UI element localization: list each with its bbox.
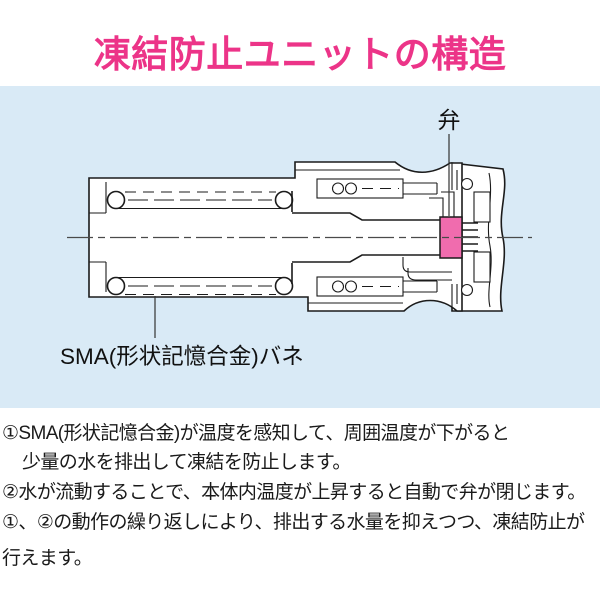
housing-outline (88, 161, 463, 312)
page-title: 凍結防止ユニットの構造 (93, 34, 507, 75)
lower-seal-assembly (316, 257, 452, 297)
sma-spring-label: SMA(形状記憶合金)バネ (60, 344, 304, 369)
sma-spring-bottom (106, 276, 294, 296)
diagram-panel: 弁 SMA(形状記憶合金)バネ (0, 86, 600, 408)
description-line-3: ②水が流動することで、本体内温度が上昇すると自動で弁が閉じます。 (2, 482, 586, 503)
freeze-prevention-unit-cross-section: 弁 SMA(形状記憶合金)バネ (60, 107, 532, 369)
description-line-5: 行えます。 (2, 548, 93, 569)
housing-inner-walls (89, 169, 403, 304)
description-line-2: 少量の水を排出して凍結を防止します。 (22, 452, 351, 473)
sma-spring-top (106, 190, 294, 210)
valve-label: 弁 (438, 107, 461, 133)
piston-body (291, 191, 440, 284)
upper-seal-assembly (316, 178, 455, 217)
description-line-4: ①、②の動作の繰り返しにより、排出する水量を抑えつつ、凍結防止が (2, 512, 585, 533)
outlet-joint-details (451, 163, 491, 311)
description-line-1: ①SMA(形状記憶合金)が温度を感知して、周囲温度が下がると (2, 423, 510, 444)
